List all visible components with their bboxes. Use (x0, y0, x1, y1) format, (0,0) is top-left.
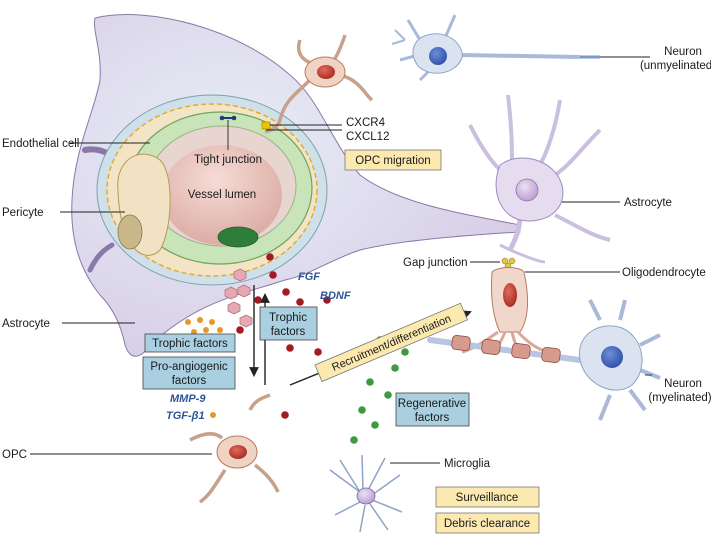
cxcl12-label: CXCL12 (346, 131, 389, 143)
blood-vessel (96, 94, 328, 286)
trophic-center-sublabel: factors (271, 326, 306, 338)
opc-migration-box (344, 149, 442, 171)
factor-hexagons (224, 268, 253, 328)
neuron-unmyelinated-sublabel: (unmyelinated) (640, 60, 711, 72)
endothelial-label: Endothelial cell (2, 138, 79, 150)
myelinated-axon (427, 335, 583, 363)
proangio-label: Pro-angiogenic (150, 361, 228, 373)
proangio-sublabel: factors (172, 375, 207, 387)
vessel-lumen (162, 145, 282, 245)
gap-junction-label: Gap junction (403, 257, 468, 269)
trophic-center-label: Trophic (269, 312, 307, 324)
cxcr4-marker (261, 121, 271, 130)
vessel-lumen-label: Vessel lumen (188, 189, 256, 201)
pericyte-nucleus (117, 214, 143, 250)
bdnf-label: BDNF (320, 290, 351, 302)
regenerative-box (395, 392, 470, 427)
mmp9-label: MMP-9 (170, 393, 206, 405)
opc-top (264, 34, 374, 134)
surveillance-label: Surveillance (456, 492, 519, 504)
trophic-center-box (259, 306, 318, 341)
pericyte-label: Pericyte (2, 207, 44, 219)
neuron-myelinated-label: Neuron (664, 378, 702, 390)
debris-box (435, 512, 540, 534)
neuron-unmyelinated (391, 14, 600, 82)
microglia-cell (329, 454, 403, 533)
factor-dots-orange (185, 317, 223, 418)
regenerative-sublabel: factors (415, 412, 450, 424)
opc-label: OPC (2, 449, 27, 461)
opc-migration-label: OPC migration (355, 155, 430, 167)
recruitment-box (314, 302, 468, 383)
neuron-myelinated (578, 299, 661, 421)
microglia-label: Microglia (444, 458, 491, 470)
astrocyte-right (468, 94, 611, 264)
tight-junction-marker (219, 115, 237, 121)
astrocyte-left-label: Astrocyte (2, 318, 50, 330)
endothelial-nucleus (217, 226, 259, 248)
proangio-box (142, 356, 236, 390)
oligodendrocyte-cell (461, 267, 549, 354)
cxcr4-label: CXCR4 (346, 117, 386, 129)
regenerative-label: Regenerative (398, 398, 466, 410)
debris-label: Debris clearance (444, 518, 530, 530)
tgfb1-label: TGF-β1 (166, 410, 205, 422)
opc-bottom (189, 393, 280, 504)
leader-lines (30, 56, 652, 464)
oligodendrocyte-label: Oligodendrocyte (622, 267, 706, 279)
fgf-label: FGF (298, 271, 320, 283)
neuron-unmyelinated-label: Neuron (664, 46, 702, 58)
surveillance-box (435, 486, 540, 508)
tight-junction-label: Tight junction (194, 154, 262, 166)
astrocyte-right-label: Astrocyte (624, 197, 672, 209)
trophic-left-label: Trophic factors (152, 338, 228, 350)
neuron-myelinated-sublabel: (myelinated) (648, 392, 711, 404)
trophic-left-box (144, 333, 236, 353)
